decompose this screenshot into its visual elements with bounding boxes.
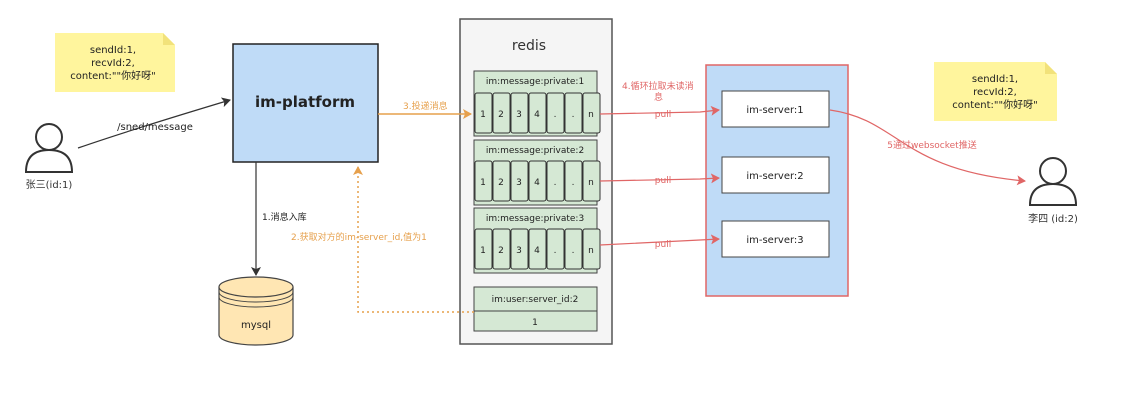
queue-cell: 2 bbox=[498, 246, 504, 256]
queue-cell: n bbox=[588, 178, 594, 188]
note-left-line1: sendId:1, bbox=[90, 45, 136, 56]
im-platform-title: im-platform bbox=[255, 93, 355, 111]
pull-label-1: pull bbox=[655, 110, 671, 120]
queue-cell: 2 bbox=[498, 110, 504, 120]
queue-name: im:message:private:2 bbox=[486, 146, 584, 156]
queue-name: im:message:private:3 bbox=[486, 214, 584, 224]
edge-push-label: 5通过websocket推送 bbox=[887, 139, 976, 151]
edge-store-label: 1.消息入库 bbox=[262, 211, 307, 223]
queue-private-1: im:message:private:1 1 2 3 4 . . n bbox=[473, 70, 601, 137]
pull-label-3: pull bbox=[655, 240, 671, 250]
queue-cell: 2 bbox=[498, 178, 504, 188]
queue-cell: 4 bbox=[534, 110, 540, 120]
queue-cell: n bbox=[588, 110, 594, 120]
queue-name: im:message:private:1 bbox=[486, 77, 584, 87]
mysql-label: mysql bbox=[241, 320, 271, 331]
mysql-database-icon: mysql bbox=[218, 276, 294, 346]
edge-lookup-label: 2.获取对方的im-server_id,值为1 bbox=[291, 231, 427, 243]
edge-websocket-push bbox=[829, 109, 1026, 186]
note-right-line1: sendId:1, bbox=[972, 74, 1018, 85]
queue-private-3: im:message:private:3 1 2 3 4 . . n bbox=[473, 207, 601, 274]
queue-cell: n bbox=[588, 246, 594, 256]
edge-pull-3 bbox=[599, 234, 720, 246]
edge-pull-2 bbox=[599, 173, 720, 184]
sender-label: 张三(id:1) bbox=[26, 179, 73, 191]
im-server-2: im-server:2 bbox=[746, 171, 803, 182]
queue-private-2: im:message:private:2 1 2 3 4 . . n bbox=[473, 139, 601, 206]
im-platform-box: im-platform bbox=[232, 43, 379, 163]
note-left-line3: content:""你好呀" bbox=[70, 69, 155, 82]
queue-cell: . bbox=[572, 246, 575, 256]
edge-send-label: /sned/message bbox=[117, 122, 193, 133]
note-right: sendId:1, recvId:2, content:""你好呀" bbox=[934, 62, 1057, 121]
pull-label-2: pull bbox=[655, 176, 671, 186]
receiver-user-icon bbox=[1028, 157, 1078, 206]
edge-send-message bbox=[77, 97, 231, 149]
queue-cell: 3 bbox=[516, 246, 522, 256]
queue-cell: 3 bbox=[516, 110, 522, 120]
queue-cell: 4 bbox=[534, 178, 540, 188]
note-left-line2: recvId:2, bbox=[91, 58, 135, 69]
server-id-key: im:user:server_id:2 1 bbox=[473, 286, 598, 332]
edge-loop-label-line2: 息 bbox=[654, 91, 663, 103]
queue-cell: 1 bbox=[480, 110, 486, 120]
queue-cell: . bbox=[554, 178, 557, 188]
im-server-3: im-server:3 bbox=[746, 235, 803, 246]
queue-cell: . bbox=[554, 110, 557, 120]
queue-cell: . bbox=[572, 110, 575, 120]
note-left: sendId:1, recvId:2, content:""你好呀" bbox=[55, 33, 175, 92]
queue-cell: 4 bbox=[534, 246, 540, 256]
im-server-group: im-server:1 im-server:2 im-server:3 bbox=[705, 64, 849, 297]
queue-cell: . bbox=[572, 178, 575, 188]
queue-cell: 1 bbox=[480, 178, 486, 188]
queue-cell: 1 bbox=[480, 246, 486, 256]
redis-title: redis bbox=[512, 38, 546, 54]
server-id-key-value: 1 bbox=[532, 318, 538, 328]
queue-cell: . bbox=[554, 246, 557, 256]
edge-deliver-label: 3.投递消息 bbox=[403, 100, 448, 112]
note-right-line2: recvId:2, bbox=[973, 87, 1017, 98]
server-id-key-name: im:user:server_id:2 bbox=[492, 295, 579, 305]
sender-user-icon bbox=[24, 123, 74, 173]
queue-cell: 3 bbox=[516, 178, 522, 188]
edge-lookup-server-id bbox=[353, 166, 474, 313]
note-right-line3: content:""你好呀" bbox=[952, 98, 1037, 111]
edge-pull-1 bbox=[599, 105, 720, 116]
edge-loop-label-line1: 4.循环拉取未读消 bbox=[622, 80, 694, 92]
im-server-1: im-server:1 bbox=[746, 105, 803, 116]
receiver-label: 李四 (id:2) bbox=[1028, 212, 1078, 225]
